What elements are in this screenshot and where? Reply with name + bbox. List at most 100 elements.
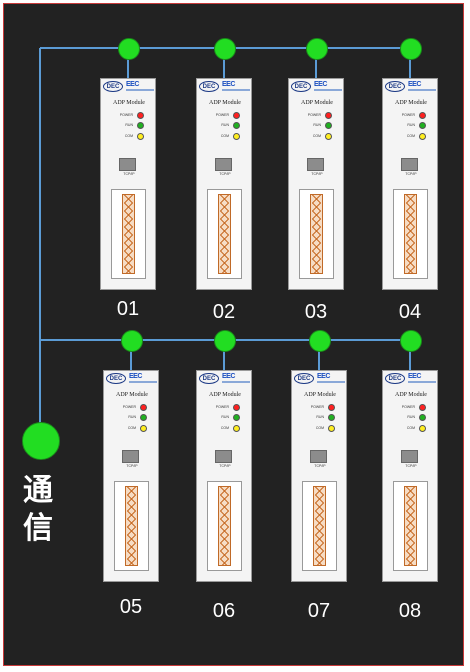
terminal-block — [111, 189, 146, 279]
led-row: POWER — [292, 404, 348, 413]
led-row: POWER — [197, 404, 253, 413]
dec-logo: DEC — [106, 373, 126, 384]
brand-underline — [408, 381, 436, 383]
status-led-icon — [137, 112, 144, 119]
led-label: POWER — [401, 113, 415, 117]
bus-node-7 — [309, 330, 331, 352]
led-label: POWER — [215, 405, 229, 409]
brand-underline — [126, 89, 154, 91]
led-row: POWER — [197, 112, 253, 121]
led-label: COM — [406, 426, 415, 430]
status-led-icon — [325, 133, 332, 140]
terminal-strip — [310, 194, 323, 274]
status-led-icon — [419, 133, 426, 140]
bus-node-3 — [306, 38, 328, 60]
brand-underline — [129, 381, 157, 383]
led-label: COM — [127, 426, 136, 430]
bus-node-1 — [118, 38, 140, 60]
ethernet-port-icon — [122, 450, 139, 463]
terminal-block — [207, 189, 242, 279]
led-row: RUN — [197, 122, 253, 131]
comm-label-1: 通 — [23, 473, 53, 508]
module-number: 05 — [119, 596, 143, 618]
port-label: TCP/IP — [219, 464, 231, 468]
led-label: POWER — [215, 113, 229, 117]
dec-logo: DEC — [199, 373, 219, 384]
dec-logo: DEC — [294, 373, 314, 384]
led-label: COM — [315, 426, 324, 430]
module-number: 02 — [212, 301, 236, 323]
led-label: COM — [406, 134, 415, 138]
led-row: RUN — [292, 414, 348, 423]
status-led-icon — [233, 112, 240, 119]
status-led-icon — [140, 414, 147, 421]
brand-underline — [222, 381, 250, 383]
status-led-icon — [419, 112, 426, 119]
module-title: ADP Module — [116, 392, 148, 398]
ethernet-port-icon — [401, 450, 418, 463]
led-label: COM — [124, 134, 133, 138]
brand-logo: EEC — [222, 81, 235, 88]
led-label: RUN — [125, 123, 133, 127]
terminal-strip — [218, 486, 231, 566]
terminal-block — [207, 481, 242, 571]
terminal-strip — [404, 194, 417, 274]
status-led-icon — [137, 133, 144, 140]
dec-logo: DEC — [103, 81, 123, 92]
status-led-icon — [233, 122, 240, 129]
bus-node-6 — [214, 330, 236, 352]
led-label: RUN — [221, 415, 229, 419]
led-label: POWER — [401, 405, 415, 409]
brand-underline — [222, 89, 250, 91]
led-row: POWER — [383, 112, 439, 121]
dec-logo: DEC — [199, 81, 219, 92]
status-led-icon — [140, 404, 147, 411]
port-label: TCP/IP — [219, 172, 231, 176]
dec-logo: DEC — [385, 373, 405, 384]
terminal-block — [393, 481, 428, 571]
ethernet-port-icon — [215, 158, 232, 171]
module-number: 08 — [398, 600, 422, 622]
status-led-icon — [233, 404, 240, 411]
led-label: COM — [220, 134, 229, 138]
status-led-icon — [325, 122, 332, 129]
module-title: ADP Module — [113, 100, 145, 106]
led-label: POWER — [310, 405, 324, 409]
status-led-icon — [233, 414, 240, 421]
port-label: TCP/IP — [126, 464, 138, 468]
ethernet-port-icon — [310, 450, 327, 463]
brand-underline — [408, 89, 436, 91]
status-led-icon — [328, 404, 335, 411]
terminal-strip — [404, 486, 417, 566]
led-row: RUN — [104, 414, 160, 423]
led-row: RUN — [383, 122, 439, 131]
terminal-strip — [125, 486, 138, 566]
module-title: ADP Module — [304, 392, 336, 398]
bus-node-2 — [214, 38, 236, 60]
led-row: COM — [289, 133, 345, 142]
brand-underline — [314, 89, 342, 91]
module-number: 06 — [212, 600, 236, 622]
brand-logo: EEC — [126, 81, 139, 88]
terminal-strip — [313, 486, 326, 566]
status-led-icon — [419, 425, 426, 432]
led-row: POWER — [289, 112, 345, 121]
status-led-icon — [419, 122, 426, 129]
status-led-icon — [328, 425, 335, 432]
led-row: COM — [197, 133, 253, 142]
ethernet-port-icon — [215, 450, 232, 463]
module-number: 07 — [307, 600, 331, 622]
led-label: POWER — [119, 113, 133, 117]
brand-logo: EEC — [222, 373, 235, 380]
port-label: TCP/IP — [314, 464, 326, 468]
status-led-icon — [233, 133, 240, 140]
ethernet-port-icon — [401, 158, 418, 171]
